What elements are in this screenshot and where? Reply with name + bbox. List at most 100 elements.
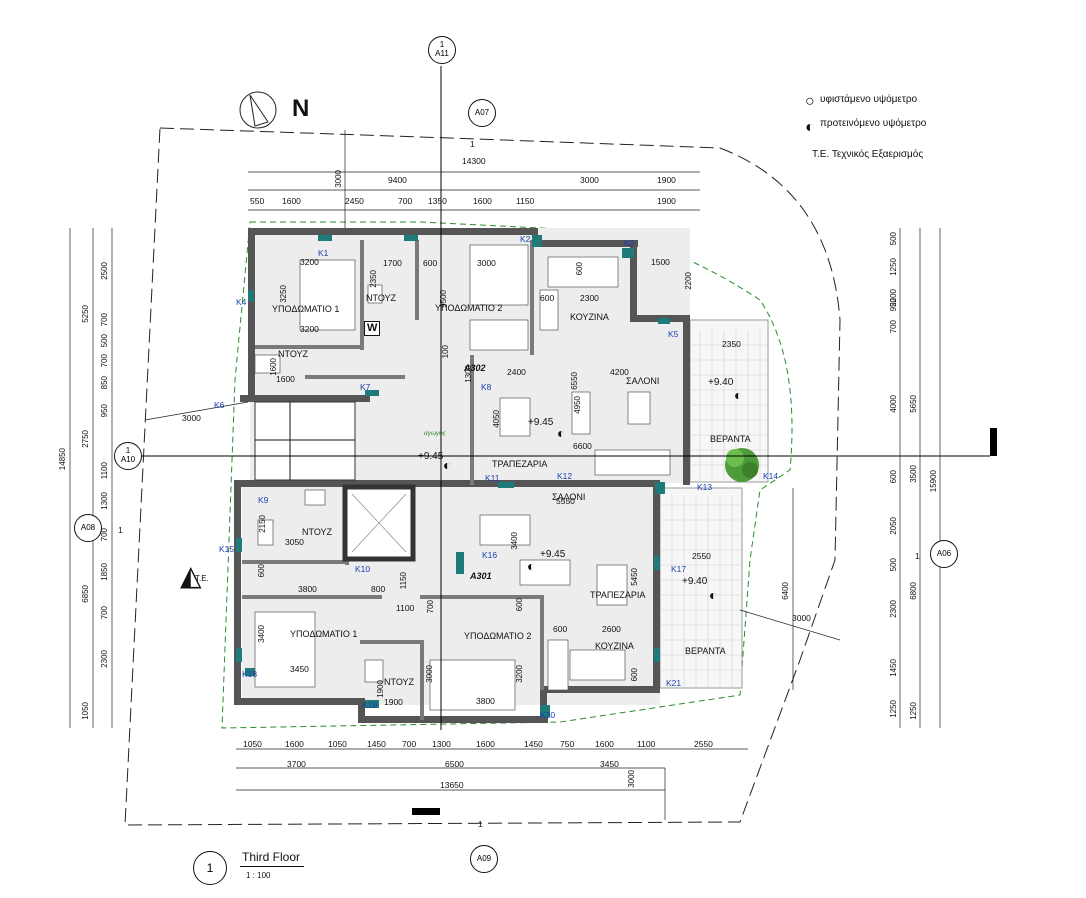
dim-left-r2-1: 2750 — [81, 430, 90, 448]
dim-int-44: 3200 — [515, 665, 524, 683]
room-veranda-lower: ΒΕΡΑΝΤΑ — [685, 646, 726, 656]
dim-int-29: 2550 — [692, 551, 711, 561]
level-lower-living: +9.45 — [540, 549, 566, 560]
dim-int-33: 1100 — [396, 603, 415, 613]
dim-top-r3-2: 2450 — [345, 196, 364, 206]
dim-bot-r1-1: 1600 — [285, 739, 304, 749]
view-number: 1 — [193, 851, 227, 885]
dim-int-41: 1900 — [384, 697, 403, 707]
dim-left-r3-0: 2500 — [100, 262, 109, 280]
tag-k14: K14 — [763, 471, 779, 481]
section-marker-a07: A07 — [468, 99, 496, 127]
room-living-lower: ΣΑΛΟΝΙ — [552, 492, 586, 502]
tag-k19: K19 — [362, 700, 378, 710]
dim-right-r3-9: 2300 — [889, 600, 898, 618]
room-bedroom-2-lower: ΥΠΟΔΩΜΑΤΙΟ 2 — [464, 631, 532, 641]
tag-k4: K4 — [236, 297, 247, 307]
dim-int-31: 800 — [371, 584, 386, 594]
dim-right-offset: 3000 — [792, 613, 811, 623]
dim-int-46: 600 — [630, 668, 639, 682]
dim-int-4: 2350 — [369, 270, 378, 288]
section-lines — [125, 66, 997, 815]
dim-top-r3-5: 1600 — [473, 196, 492, 206]
level-marker-icon: ◐ — [443, 457, 452, 473]
room-bedroom-1-upper: ΥΠΟΔΩΜΑΤΙΟ 1 — [272, 304, 340, 314]
room-shower-upper: ΝΤΟΥΖ — [366, 293, 397, 303]
legend-note: Τ.Ε. Τεχνικός Εξαερισμός — [812, 149, 924, 160]
dim-top-r3-3: 700 — [398, 196, 413, 206]
dim-int-37: 2600 — [602, 624, 621, 634]
level-upper-living: +9.45 — [528, 417, 554, 428]
room-shower-upper-left: ΝΤΟΥΖ — [278, 349, 309, 359]
tag-k1: K1 — [318, 248, 329, 258]
legend-proposed-icon: ◐ — [805, 119, 815, 136]
dim-bot-r2-2: 3450 — [600, 759, 619, 769]
section-cut-icon: ◭ — [180, 560, 202, 591]
apartment-a302: A302 — [464, 363, 486, 373]
dim-top-r3-1: 1600 — [282, 196, 301, 206]
view-scale: 1 : 100 — [246, 871, 271, 880]
dim-int-2: 3200 — [300, 324, 319, 334]
section-marker-a09: A09 — [470, 845, 498, 873]
dim-int-16: 2400 — [507, 367, 526, 377]
tag-k17: K17 — [671, 564, 687, 574]
dim-int-28: 5450 — [630, 568, 639, 586]
dim-int-7: 9500 — [439, 290, 448, 308]
dim-left-r2-2: 6850 — [81, 585, 90, 603]
dim-bot-r1-9: 1600 — [595, 739, 614, 749]
dim-int-3: 1700 — [383, 258, 402, 268]
dim-right-r2-2: 6800 — [909, 582, 918, 600]
dim-top-r2-2: 1900 — [657, 175, 676, 185]
view-title-underline — [240, 866, 304, 867]
apartment-a301: A301 — [470, 571, 492, 581]
room-bedroom-1-lower: ΥΠΟΔΩΜΑΤΙΟ 1 — [290, 629, 358, 639]
dim-bot-r1-10: 1100 — [637, 739, 656, 749]
dim-right-r3-8: 500 — [889, 558, 898, 572]
dim-right-r2-1: 3500 — [909, 465, 918, 483]
section-marker-a06: A06 — [930, 540, 958, 568]
dim-int-10: 600 — [540, 293, 555, 303]
dim-int-43: 3800 — [476, 696, 495, 706]
dim-int-38: 3400 — [257, 625, 266, 643]
dim-bot-r1-5: 1300 — [432, 739, 451, 749]
dim-bot-r1-6: 1600 — [476, 739, 495, 749]
tag-k16: K16 — [482, 550, 498, 560]
level-marker-icon: ◐ — [734, 387, 743, 403]
dim-bot-r1-7: 1450 — [524, 739, 543, 749]
property-boundary — [124, 127, 841, 826]
dim-bot-r1-2: 1050 — [328, 739, 347, 749]
north-arrow-icon — [239, 91, 277, 129]
dim-int-36: 600 — [515, 598, 524, 612]
stair-core — [254, 401, 416, 562]
dim-left-r3-6: 1100 — [100, 462, 109, 480]
furniture — [254, 244, 671, 711]
dim-left-r2-0: 5250 — [81, 305, 90, 323]
dim-int-21: 6600 — [573, 441, 592, 451]
section-marker-a08: A08 — [74, 514, 102, 542]
tag-k11: K11 — [485, 473, 500, 483]
tag-k18: K18 — [242, 669, 258, 679]
tag-k3: K3 — [624, 238, 635, 248]
tag-k7: K7 — [360, 382, 371, 392]
veranda-tiles — [660, 330, 768, 688]
dim-int-23: 1600 — [276, 374, 295, 384]
dim-right-r3-0: 500 — [889, 232, 898, 246]
dim-int-18: 4950 — [573, 396, 582, 414]
dim-top-r3-6: 1150 — [516, 196, 535, 206]
dim-top-r3-4: 1350 — [428, 196, 447, 206]
room-kitchen-upper: ΚΟΥΖΙΝΑ — [570, 312, 609, 322]
dim-int-8: 600 — [575, 262, 584, 276]
dim-int-20: 4050 — [492, 410, 501, 428]
walls — [234, 228, 690, 723]
dim-left-r3-9: 1850 — [100, 563, 109, 581]
dim-int-9: 2300 — [580, 293, 599, 303]
room-dining-upper: ΤΡΑΠΕΖΑΡΙΑ — [492, 459, 548, 469]
dim-int-30: 3800 — [298, 584, 317, 594]
duct-note: Τ.Ε. — [195, 574, 209, 583]
dim-right-overall: 15900 — [929, 470, 938, 493]
section-marker-a09-num: 1 — [478, 819, 483, 829]
dim-right-r3-6: 600 — [889, 470, 898, 484]
dim-right-veranda: 6400 — [781, 582, 790, 600]
